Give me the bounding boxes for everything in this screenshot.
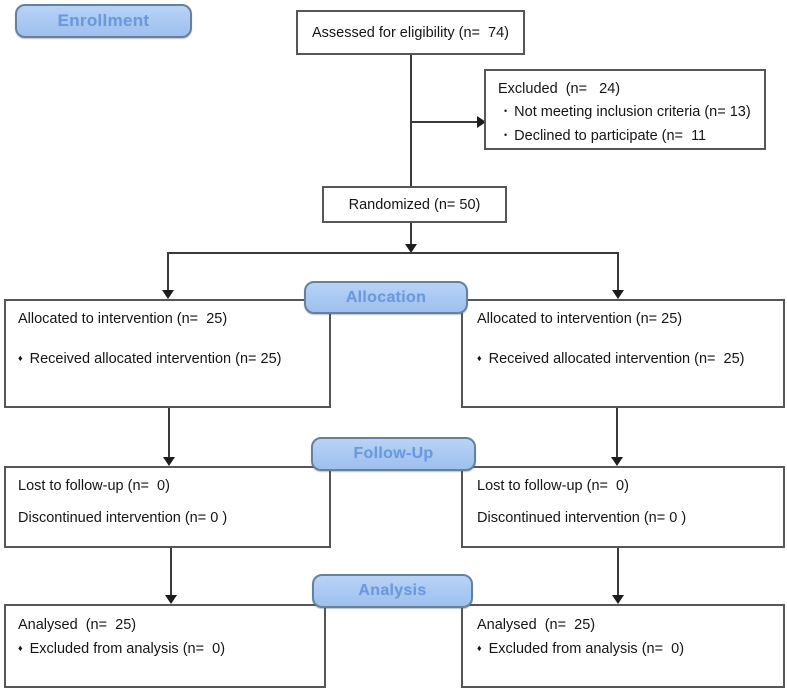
allocation-right-title: Allocated to intervention (n= 25) xyxy=(477,311,683,327)
excluded-item: • Declined to participate (n= 11 xyxy=(498,125,756,149)
followup-badge: Follow-Up xyxy=(311,437,476,471)
excluded-title: Excluded (n= 24) xyxy=(498,81,621,97)
followup-left-box: Lost to follow-up (n= 0) Discontinued in… xyxy=(4,466,331,548)
arrowhead-down-icon xyxy=(163,457,175,466)
allocation-left-box: Allocated to intervention (n= 25) ♦ Rece… xyxy=(4,299,331,408)
bullet-icon: ♦ xyxy=(477,353,482,363)
analysis-right-title: Analysed (n= 25) xyxy=(477,617,596,633)
excluded-item-label: Not meeting inclusion criteria (n= 13) xyxy=(514,104,751,120)
analysis-right-box: Analysed (n= 25) ♦ Excluded from analysi… xyxy=(461,604,785,688)
followup-badge-label: Follow-Up xyxy=(353,445,434,462)
allocation-badge-label: Allocation xyxy=(345,288,427,306)
analysis-left-title: Analysed (n= 25) xyxy=(18,617,137,633)
connector-randomized-down xyxy=(410,223,412,245)
analysis-left-item-label: Excluded from analysis (n= 0) xyxy=(29,641,226,657)
allocation-left-item: ♦ Received allocated intervention (n= 25… xyxy=(18,351,321,367)
connector-split-right xyxy=(617,252,619,291)
randomized-box: Randomized (n= 50) xyxy=(322,186,507,223)
excluded-box: Excluded (n= 24) • Not meeting inclusion… xyxy=(484,69,766,150)
connector-split-horizontal xyxy=(167,252,619,254)
connector-alloc-to-followup-right xyxy=(616,407,618,458)
analysis-badge-label: Analysis xyxy=(358,582,427,599)
connector-alloc-to-followup-left xyxy=(168,407,170,458)
arrowhead-down-icon xyxy=(612,290,624,299)
arrowhead-down-icon xyxy=(165,595,177,604)
connector-assessed-to-randomized xyxy=(410,55,412,186)
bullet-icon: • xyxy=(504,130,508,140)
arrowhead-down-icon xyxy=(162,290,174,299)
bullet-icon: ♦ xyxy=(18,353,23,363)
analysis-badge: Analysis xyxy=(312,574,473,608)
enrollment-badge: Enrollment xyxy=(15,4,192,38)
followup-left-line: Discontinued intervention (n= 0 ) xyxy=(18,510,228,526)
enrollment-badge-label: Enrollment xyxy=(57,11,150,30)
followup-right-line: Lost to follow-up (n= 0) xyxy=(477,478,629,494)
analysis-right-item-label: Excluded from analysis (n= 0) xyxy=(488,641,685,657)
assessed-box: Assessed for eligibility (n= 74) xyxy=(296,10,525,55)
connector-to-excluded xyxy=(411,121,477,123)
connector-split-left xyxy=(167,252,169,291)
followup-left-line: Lost to follow-up (n= 0) xyxy=(18,478,170,494)
allocation-right-item: ♦ Received allocated intervention (n= 25… xyxy=(477,351,775,367)
allocation-left-item-label: Received allocated intervention (n= 25) xyxy=(29,351,282,367)
analysis-right-item: ♦ Excluded from analysis (n= 0) xyxy=(477,637,775,662)
arrowhead-down-icon xyxy=(612,595,624,604)
connector-followup-to-analysis-left xyxy=(170,547,172,596)
allocation-badge: Allocation xyxy=(304,281,468,314)
followup-right-box: Lost to follow-up (n= 0) Discontinued in… xyxy=(461,466,785,548)
arrowhead-down-icon xyxy=(405,244,417,253)
bullet-icon: • xyxy=(504,106,508,116)
bullet-icon: ♦ xyxy=(18,643,23,653)
excluded-item: • Not meeting inclusion criteria (n= 13) xyxy=(498,101,756,125)
allocation-left-title: Allocated to intervention (n= 25) xyxy=(18,311,228,327)
randomized-label: Randomized (n= 50) xyxy=(348,196,481,213)
connector-followup-to-analysis-right xyxy=(617,547,619,596)
allocation-right-box: Allocated to intervention (n= 25) ♦ Rece… xyxy=(461,299,785,408)
allocation-right-item-label: Received allocated intervention (n= 25) xyxy=(488,351,745,367)
analysis-left-item: ♦ Excluded from analysis (n= 0) xyxy=(18,637,316,662)
bullet-icon: ♦ xyxy=(477,643,482,653)
followup-right-line: Discontinued intervention (n= 0 ) xyxy=(477,510,687,526)
analysis-left-box: Analysed (n= 25) ♦ Excluded from analysi… xyxy=(4,604,326,688)
arrowhead-down-icon xyxy=(611,457,623,466)
assessed-label: Assessed for eligibility (n= 74) xyxy=(311,24,510,41)
excluded-item-label: Declined to participate (n= 11 xyxy=(514,128,707,144)
arrowhead-right-icon xyxy=(477,116,486,128)
